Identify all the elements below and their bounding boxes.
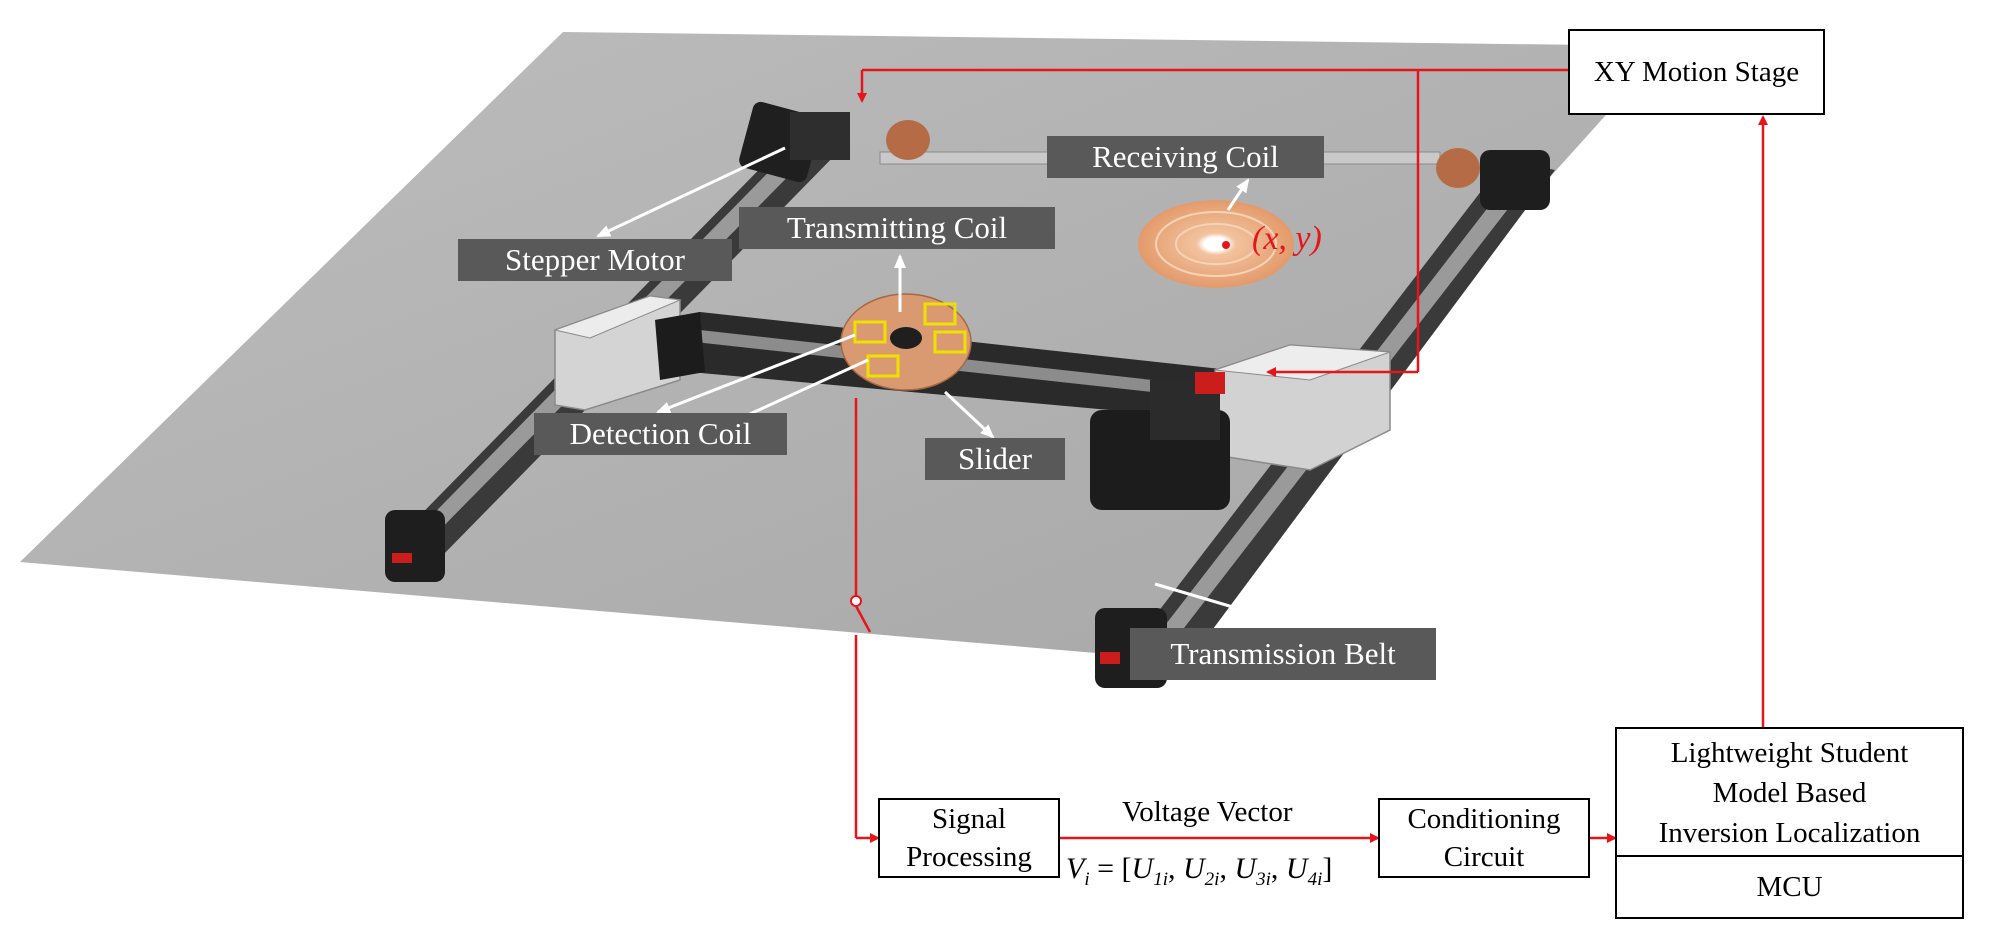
formula-v-sub: i: [1084, 869, 1090, 890]
formula-u1: U: [1131, 852, 1154, 885]
switch-terminal: [850, 595, 862, 607]
transmitting-coil-label: Transmitting Coil: [739, 207, 1055, 249]
slider-label: Slider: [925, 438, 1065, 480]
model-line1: Lightweight Student: [1670, 737, 1909, 769]
formula-u3: U: [1234, 852, 1257, 885]
coordinate-label: (x, y): [1252, 220, 1322, 257]
formula-comma-3: ,: [1270, 852, 1286, 885]
xy-motion-stage-box: XY Motion Stage: [1568, 29, 1825, 115]
stepper-motor-label: Stepper Motor: [458, 239, 732, 281]
mcu-text: MCU: [1756, 871, 1823, 903]
right-carriage: [1214, 344, 1391, 471]
signal-processing-box: Signal Processing: [878, 798, 1060, 878]
receiving-coil-label: Receiving Coil: [1047, 136, 1324, 178]
formula-eq: = [: [1089, 852, 1132, 885]
formula-close: ]: [1322, 852, 1333, 885]
conditioning-line1: Conditioning: [1407, 803, 1561, 835]
detection-coil-label: Detection Coil: [534, 413, 787, 455]
transmission-belt-label: Transmission Belt: [1130, 628, 1436, 680]
formula-u1-sub: 1i: [1153, 869, 1168, 890]
formula-u2: U: [1182, 852, 1205, 885]
transmitting-disc: [840, 293, 972, 391]
formula-u4-sub: 4i: [1307, 869, 1323, 890]
formula-v: V: [1066, 852, 1085, 885]
formula-u3-sub: 3i: [1256, 869, 1271, 890]
localization-model-box: Lightweight Student Model Based Inversio…: [1615, 727, 1964, 857]
model-line3: Inversion Localization: [1658, 817, 1921, 849]
voltage-vector-label: Voltage Vector: [1122, 796, 1293, 828]
signal-processing-line2: Processing: [906, 841, 1032, 873]
slider-motor: [1090, 372, 1230, 510]
formula-u2-sub: 2i: [1204, 869, 1220, 890]
signal-lines: [854, 68, 1768, 843]
conditioning-line2: Circuit: [1443, 841, 1525, 873]
receiving-coil-disc: [1138, 200, 1294, 288]
mcu-box: MCU: [1615, 855, 1964, 919]
formula-comma-1: ,: [1167, 852, 1183, 885]
formula-comma-2: ,: [1219, 852, 1235, 885]
xy-motion-stage-text: XY Motion Stage: [1593, 56, 1800, 88]
conditioning-circuit-box: Conditioning Circuit: [1378, 798, 1590, 878]
left-carriage: [553, 295, 682, 411]
voltage-vector-formula: Vi = [U1i, U2i, U3i, U4i]: [1066, 852, 1332, 891]
formula-u4: U: [1285, 852, 1308, 885]
signal-processing-line1: Signal: [931, 803, 1007, 835]
model-line2: Model Based: [1712, 777, 1867, 809]
